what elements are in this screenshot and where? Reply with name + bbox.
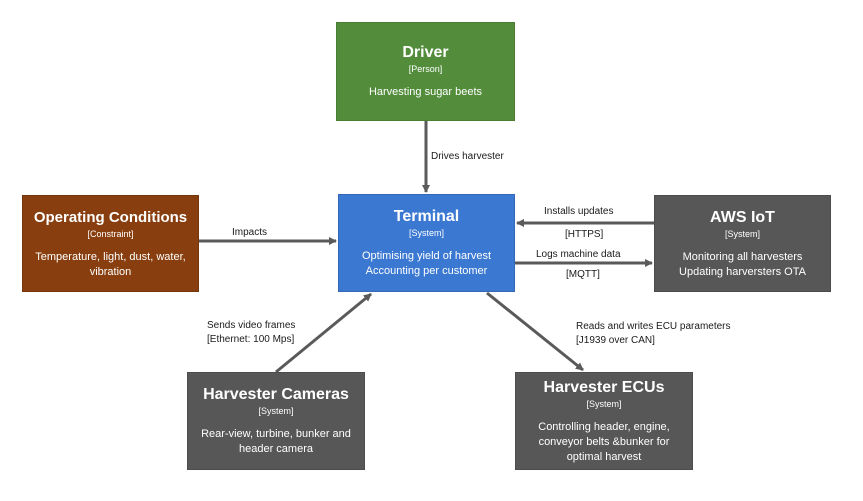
arrow-cameras-to-terminal: [275, 292, 372, 374]
desc-line: Temperature, light, dust, water,: [35, 250, 186, 263]
desc-line: conveyor belts &bunker for: [538, 435, 670, 448]
node-driver: Driver [Person] Harvesting sugar beets: [336, 22, 515, 121]
desc-line: Monitoring all harvesters: [682, 250, 803, 263]
node-title: Terminal: [393, 208, 460, 225]
desc-line: header camera: [239, 443, 313, 455]
edge-label-installs-updates: Installs updates: [544, 206, 614, 217]
edge-protocol-mqtt: [MQTT]: [566, 269, 600, 280]
desc-line: Optimising yield of harvest: [362, 250, 491, 262]
edge-protocol-https: [HTTPS]: [565, 229, 604, 240]
node-terminal: Terminal [System] Optimising yield of ha…: [338, 194, 515, 292]
node-description: Rear-view, turbine, bunker and header ca…: [201, 427, 351, 457]
node-description: Temperature, light, dust, water, vibrati…: [35, 250, 185, 280]
node-kind: [System]: [408, 228, 444, 238]
node-kind: [System]: [258, 406, 294, 416]
node-title: Harvester ECUs: [543, 378, 665, 396]
node-title: AWS IoT: [710, 208, 775, 226]
node-operating-conditions: Operating Conditions [Constraint] Temper…: [22, 195, 199, 292]
node-kind: [Person]: [408, 64, 443, 74]
edge-protocol-j1939: [J1939 over CAN]: [576, 335, 655, 346]
node-description: Controlling header, engine, conveyor bel…: [538, 420, 669, 465]
edge-label-drives-harvester: Drives harvester: [431, 151, 504, 162]
edge-label-sends-video-frames: Sends video frames: [207, 320, 296, 331]
node-title: Driver: [402, 44, 449, 61]
node-description: Harvesting sugar beets: [369, 85, 482, 100]
arrow-terminal-to-ecus: [486, 291, 584, 372]
edge-protocol-ethernet: [Ethernet: 100 Mps]: [207, 334, 295, 345]
node-kind: [Constraint]: [87, 228, 134, 239]
edge-label-reads-writes-ecu: Reads and writes ECU parameters: [576, 321, 731, 332]
node-description: Optimising yield of harvest Accounting p…: [362, 249, 491, 279]
desc-line: optimal harvest: [566, 450, 642, 463]
node-harvester-ecus: Harvester ECUs [System] Controlling head…: [515, 372, 693, 470]
node-harvester-cameras: Harvester Cameras [System] Rear-view, tu…: [187, 372, 365, 470]
node-kind: [System]: [586, 398, 622, 409]
desc-line: Rear-view, turbine, bunker and: [201, 428, 351, 440]
desc-line: Updating harversters OTA: [679, 265, 806, 278]
node-kind: [System]: [724, 228, 760, 239]
node-title: Harvester Cameras: [203, 386, 349, 403]
desc-line: Harvesting sugar beets: [368, 86, 483, 98]
desc-line: Accounting per customer: [365, 265, 488, 277]
node-title: Operating Conditions: [33, 208, 188, 226]
desc-line: Controlling header, engine,: [538, 420, 670, 433]
edge-label-impacts: Impacts: [232, 227, 268, 238]
node-aws-iot: AWS IoT [System] Monitoring all harveste…: [654, 195, 831, 292]
desc-line: vibration: [89, 265, 132, 278]
node-description: Monitoring all harvesters Updating harve…: [679, 250, 806, 280]
edge-label-logs-machine-data: Logs machine data: [536, 249, 621, 260]
